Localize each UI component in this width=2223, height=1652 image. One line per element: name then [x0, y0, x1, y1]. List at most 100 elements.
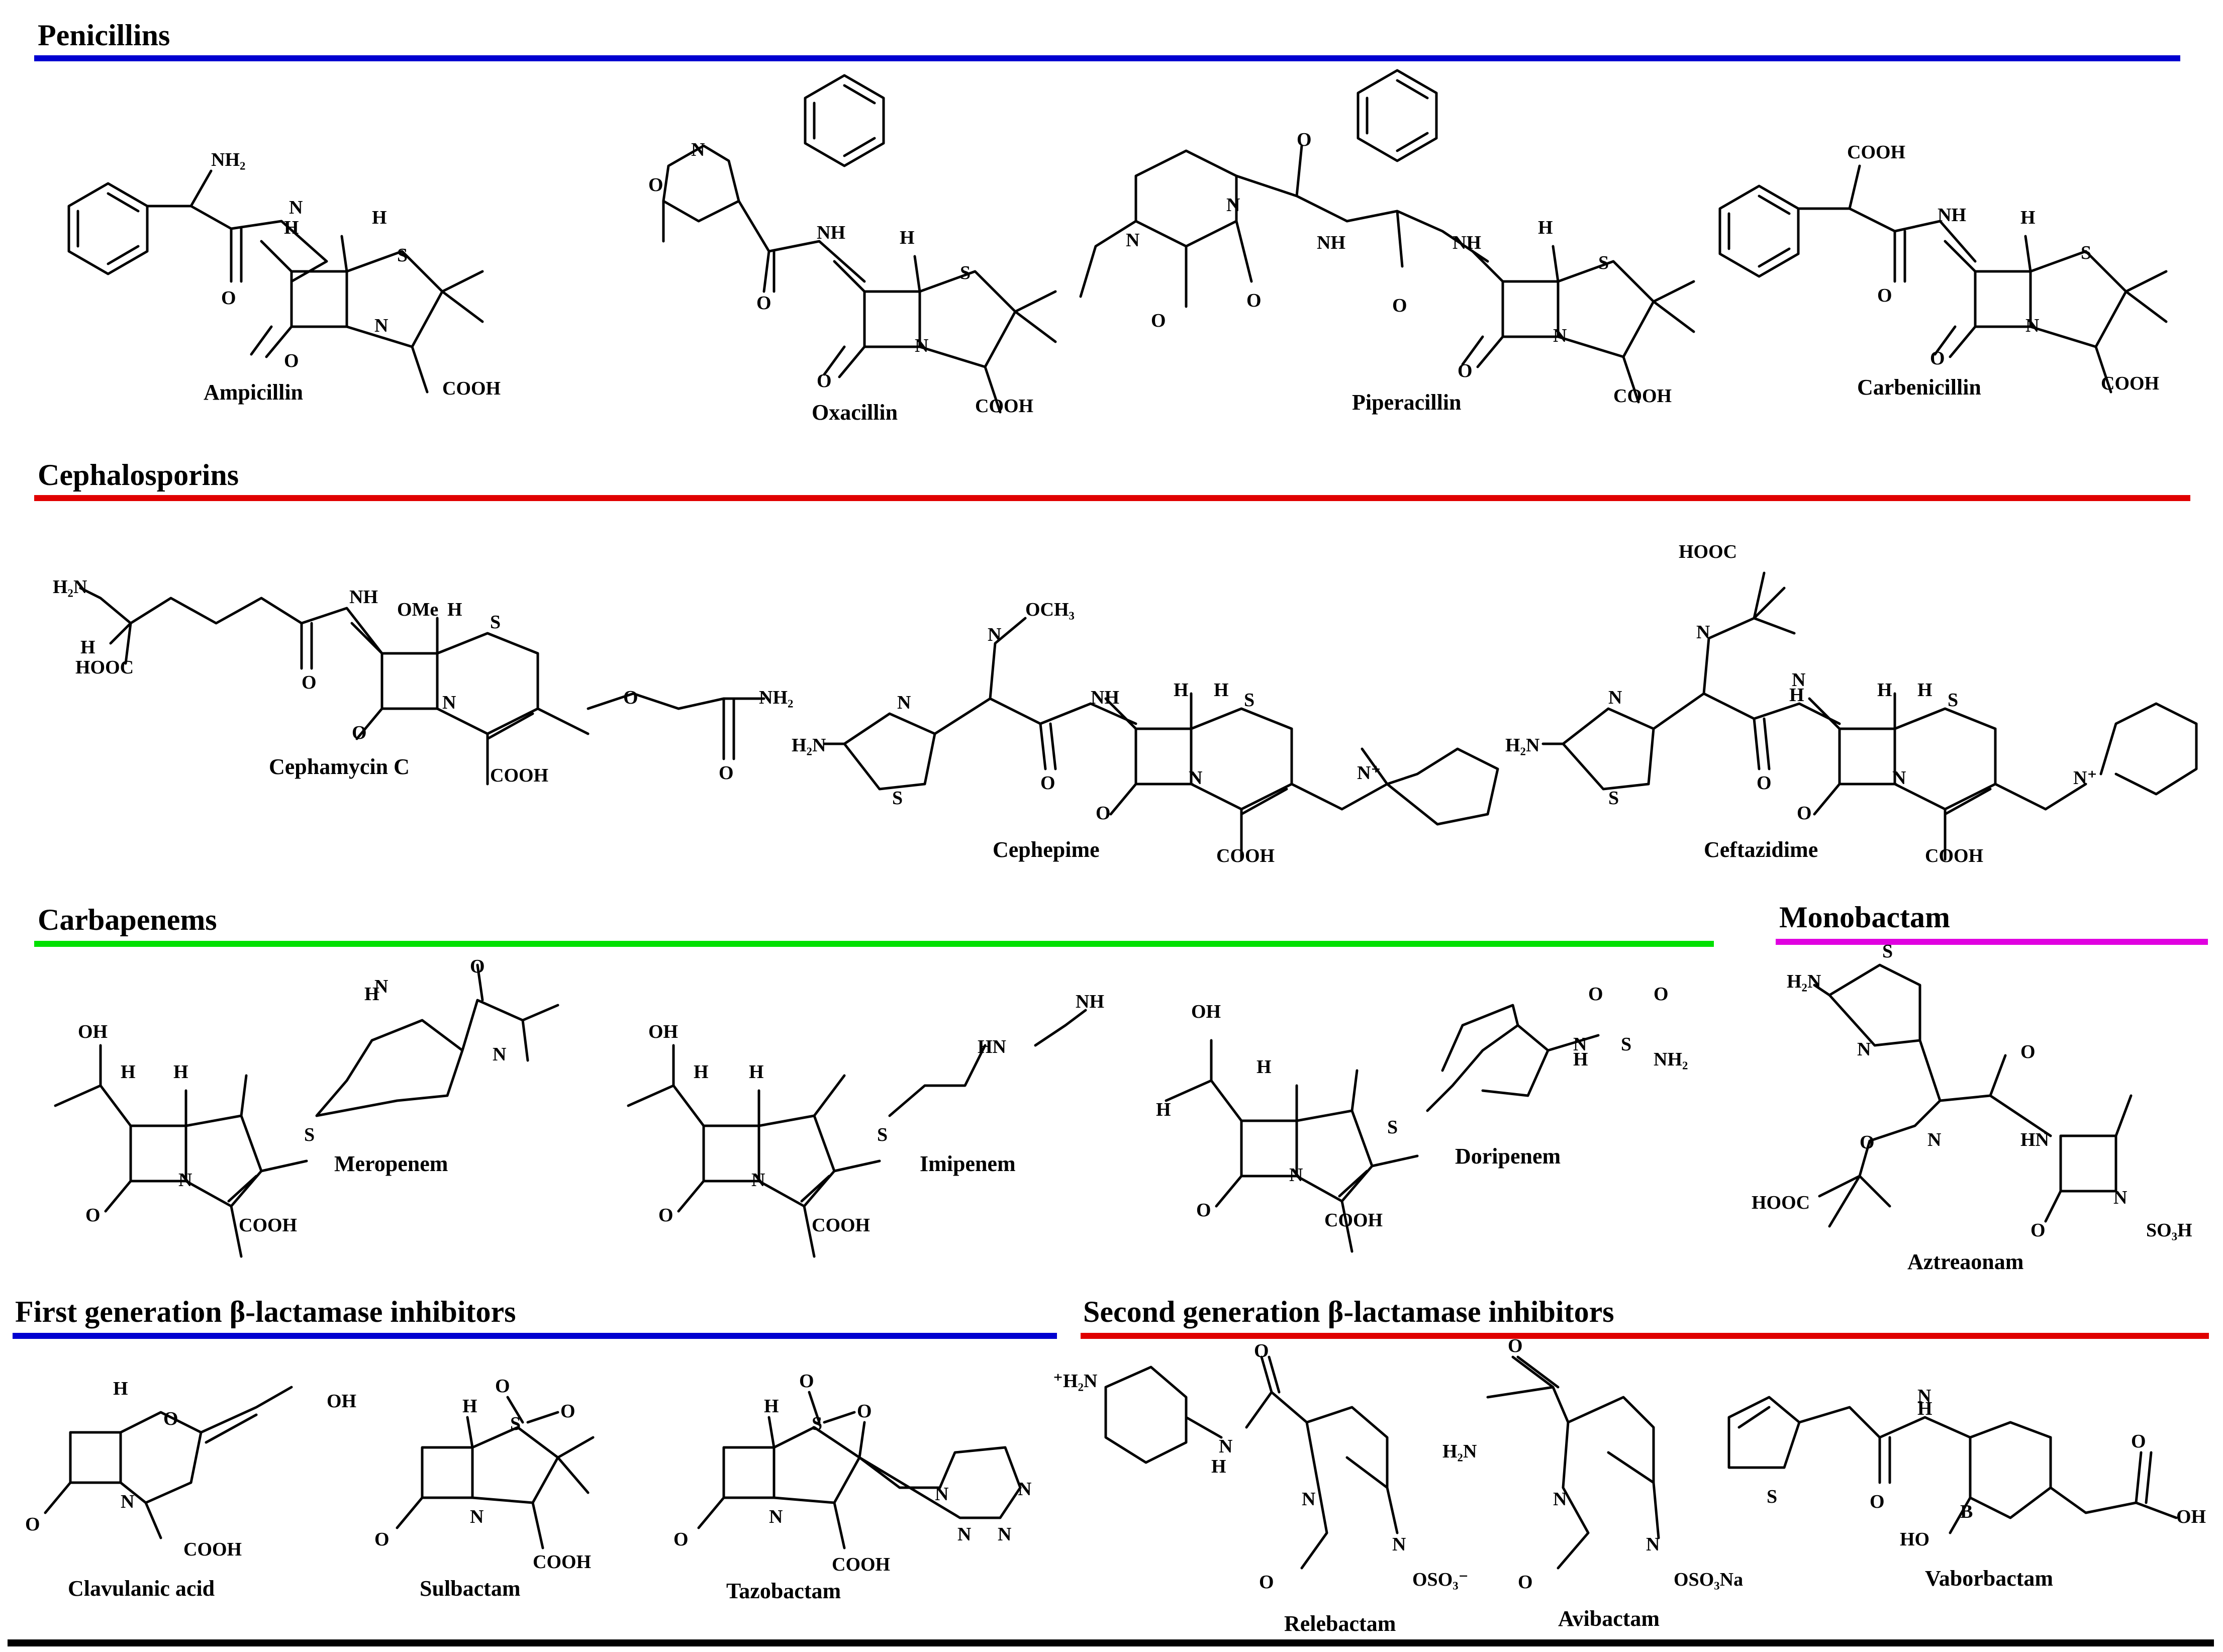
atom-n: N: [1392, 1534, 1406, 1555]
atom-b: B: [1960, 1501, 1973, 1522]
atom-s: S: [304, 1124, 315, 1145]
atom-nh2: NH₂: [211, 149, 245, 170]
atom-s: S: [397, 245, 408, 266]
atom-h: H: [80, 637, 95, 658]
atom-n: N: [1219, 1436, 1232, 1457]
atom-n: N: [1927, 1129, 1941, 1150]
label-cephamycin-c: Cephamycin C: [269, 754, 410, 779]
structure-meropenem: OH H H N O S H N O N COOH Meropenem: [55, 956, 559, 1256]
label-imipenem: Imipenem: [920, 1151, 1016, 1176]
atom-h: H: [1917, 679, 1932, 701]
atom-oso3-minus: OSO₃⁻: [1412, 1569, 1469, 1590]
rule-cephalosporins: [34, 495, 2190, 501]
atom-n: N: [1646, 1534, 1660, 1555]
label-clavulanic-acid: Clavulanic acid: [68, 1576, 215, 1601]
atom-o: O: [1860, 1132, 1875, 1153]
atom-n: N: [998, 1524, 1011, 1545]
structure-relebactam: ⁺H₂N H N O N N O OSO₃⁻ Relebactam: [1053, 1340, 1469, 1636]
structure-clavulanic-acid: H O N O OH COOH Clavulanic acid: [25, 1378, 356, 1601]
rule-monobactam: [1776, 939, 2208, 945]
atom-oh: OH: [648, 1021, 678, 1042]
atom-h2n: H₂N: [1505, 735, 1539, 756]
atom-s: S: [1598, 252, 1609, 273]
atom-o: O: [1096, 803, 1111, 824]
label-cephepime: Cephepime: [993, 837, 1100, 862]
structure-vaborbactam: S O H N B HO O OH Vaborbactam: [1727, 1386, 2206, 1591]
atom-h: H: [1257, 1056, 1272, 1078]
atom-h: H: [900, 227, 915, 248]
atom-s: S: [1387, 1117, 1398, 1138]
atom-o: O: [25, 1514, 40, 1535]
atom-oh: OH: [2176, 1506, 2206, 1527]
atom-o: O: [756, 293, 771, 314]
atom-nh: NH: [1317, 232, 1345, 253]
atom-o: O: [1254, 1340, 1269, 1362]
atom-n-plus: N⁺: [1357, 762, 1381, 784]
structure-cephepime: H₂N N S N OCH₃ O NH H H S N O N⁺ COOH Ce…: [792, 599, 1499, 866]
atom-o: O: [374, 1529, 390, 1550]
atom-o: O: [560, 1401, 575, 1422]
atom-n: N: [374, 315, 388, 336]
label-aztreonam: Aztreaonam: [1907, 1249, 2023, 1274]
atom-h: H: [1877, 679, 1892, 701]
atom-cooh: COOH: [183, 1539, 242, 1560]
atom-h: H: [447, 599, 462, 620]
atom-o: O: [1877, 285, 1892, 306]
atom-nh: H: [1211, 1456, 1226, 1477]
atom-n: N: [442, 692, 456, 713]
atom-h: H: [1538, 217, 1553, 238]
structure-doripenem: OH H H N O S H N S O O NH₂ COOH Doripene…: [1156, 984, 1688, 1251]
footer-rule: [8, 1639, 2214, 1646]
atom-cooh: COOH: [1216, 845, 1275, 866]
structure-sulbactam: H S O O N O COOH Sulbactam: [374, 1376, 595, 1601]
atom-o: O: [1458, 360, 1473, 381]
atom-o: O: [623, 687, 638, 708]
atom-s: S: [960, 262, 971, 283]
atom-o: O: [1930, 348, 1945, 369]
structure-imipenem: OH H H N O S HN NH COOH Imipenem: [628, 991, 1104, 1256]
atom-s: S: [892, 788, 903, 809]
atom-h: H: [694, 1061, 709, 1083]
atom-o: O: [352, 722, 367, 743]
atom-ho: HO: [1900, 1529, 1929, 1550]
atom-s: S: [812, 1413, 822, 1434]
atom-n: N: [121, 1491, 134, 1512]
atom-h2n: H₂N: [792, 735, 826, 756]
label-vaborbactam: Vaborbactam: [1925, 1566, 2053, 1591]
atom-cooh: COOH: [2101, 373, 2159, 394]
atom-h2n: H₂N: [53, 576, 87, 598]
atom-nh: NH: [1076, 991, 1104, 1012]
atom-n: N: [957, 1524, 971, 1545]
atom-n: N: [988, 624, 1001, 645]
atom-o: O: [719, 762, 734, 784]
atom-o: O: [163, 1408, 178, 1429]
atom-s: S: [1767, 1486, 1777, 1507]
atom-h2n-plus: ⁺H₂N: [1053, 1371, 1097, 1392]
atom-s: S: [877, 1124, 888, 1145]
atom-oso3na: OSO₃Na: [1674, 1569, 1743, 1590]
atom-nh: H: [1789, 685, 1804, 706]
atom-o: O: [1654, 984, 1669, 1005]
atom-hooc: HOOC: [75, 657, 134, 678]
atom-n: N: [470, 1506, 484, 1527]
atom-n: N: [1018, 1479, 1031, 1500]
atom-o: O: [673, 1529, 689, 1550]
atom-n: N: [897, 692, 911, 713]
atom-oh: OH: [327, 1391, 356, 1412]
atom-n: N: [1608, 687, 1622, 708]
atom-n: N: [1289, 1164, 1303, 1186]
atom-o: O: [1151, 310, 1166, 331]
atom-nh: NH: [1938, 205, 1966, 226]
atom-s: S: [1608, 788, 1619, 809]
atom-s: S: [1621, 1034, 1631, 1055]
rule-carbapenems: [34, 941, 1714, 947]
atom-nh2: NH₂: [1654, 1049, 1688, 1070]
section-title-monobactam: Monobactam: [1779, 901, 1950, 934]
atom-h: H: [764, 1396, 779, 1417]
atom-o: O: [1508, 1335, 1523, 1356]
atom-cooh: COOH: [812, 1215, 870, 1236]
atom-h: H: [1174, 679, 1189, 701]
atom-nh: N: [1573, 1034, 1587, 1055]
atom-oh: OH: [1191, 1001, 1221, 1022]
atom-o: O: [648, 174, 663, 196]
